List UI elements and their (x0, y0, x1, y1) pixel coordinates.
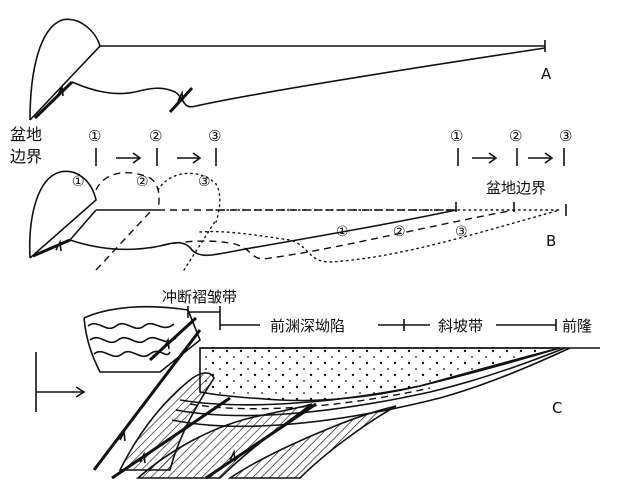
stage-2-thrust (95, 211, 151, 271)
stage-3-thrust (183, 219, 217, 271)
panel-b-main-thrust (32, 238, 71, 258)
panel-a-secondary-thrust (168, 86, 194, 114)
migration-arrow-icon (116, 152, 142, 164)
stage-3-basin-floor (199, 209, 561, 263)
stage-1-label: ① (88, 127, 101, 145)
migration-arrow-icon (177, 152, 202, 164)
panel-b-thrust-arrow-icon (55, 239, 62, 252)
stage-2-front-outline (95, 171, 160, 211)
basin-edge-left-line1: 盆地 (10, 125, 42, 144)
panel-b-mountain-block (28, 170, 97, 259)
fold-belt-outline (83, 305, 201, 373)
stage-3-label: ③ (208, 127, 221, 145)
zone-thrust-fold-belt: 冲断褶皱带 (162, 288, 237, 306)
panel-b-stage-2-front: ② (136, 174, 149, 190)
fold-belt-fold-lines (87, 322, 177, 358)
stage-1-label-right: ① (450, 127, 463, 145)
thrust-sheet-3 (227, 405, 397, 479)
panel-a-main-thrust (33, 80, 74, 120)
basin-edge-right-label: 盆地边界 (486, 179, 546, 197)
thrust-arrow-icon (119, 429, 126, 442)
panel-c: C (35, 305, 600, 480)
panel-b-stage-3-front: ③ (198, 174, 211, 190)
thrust-fault-1 (92, 329, 202, 471)
panel-a-label: A (541, 65, 552, 83)
panel-b-stage-1-floor: ① (336, 224, 349, 240)
basin-edge-left-line2: 边界 (10, 147, 42, 166)
zone-foredeep: 前渊深坳陷 (270, 317, 345, 335)
direction-arrow-icon (35, 352, 86, 412)
thrust-fault-upper (148, 316, 198, 362)
panel-b-label: B (546, 232, 556, 250)
thrust-arrow-icon (139, 451, 146, 464)
panel-b-header: 盆地 边界 ① ② ③ ① ② ③ (10, 125, 572, 166)
stage-1-front-edge (69, 209, 97, 241)
panel-b-stage-1-front: ① (72, 174, 85, 190)
panel-b: ① ② ③ 盆地边界 ① ② ③ B (28, 170, 567, 271)
panel-c-zones: 冲断褶皱带 前渊深坳陷 斜坡带 前隆 (162, 288, 592, 335)
stage-2-label: ② (149, 127, 162, 145)
stage-3-label-right: ③ (559, 127, 572, 145)
thrust-fault-3 (205, 402, 317, 480)
stage-2-label-right: ② (509, 127, 522, 145)
zone-slope: 斜坡带 (438, 317, 483, 335)
panel-c-label: C (552, 399, 562, 417)
panel-a-mountain-block (29, 18, 101, 121)
stage-1-basin-floor (69, 209, 457, 257)
zone-forebulge: 前隆 (562, 317, 592, 335)
thrust-fault-2 (111, 396, 231, 480)
panel-b-stage-3-floor: ③ (455, 224, 468, 240)
panel-b-stage-2-floor: ② (393, 224, 406, 240)
thrust-arrow-icon (229, 449, 236, 462)
panel-a-basin-floor (71, 47, 546, 108)
panel-a-thrust-arrow-icon (177, 90, 184, 103)
thrust-arrow-icon (163, 337, 170, 350)
migration-arrow-icon (528, 152, 554, 164)
panel-a-thrust-arrow-icon (57, 84, 64, 97)
migration-arrow-icon (472, 152, 498, 164)
panel-a: A (29, 18, 552, 121)
